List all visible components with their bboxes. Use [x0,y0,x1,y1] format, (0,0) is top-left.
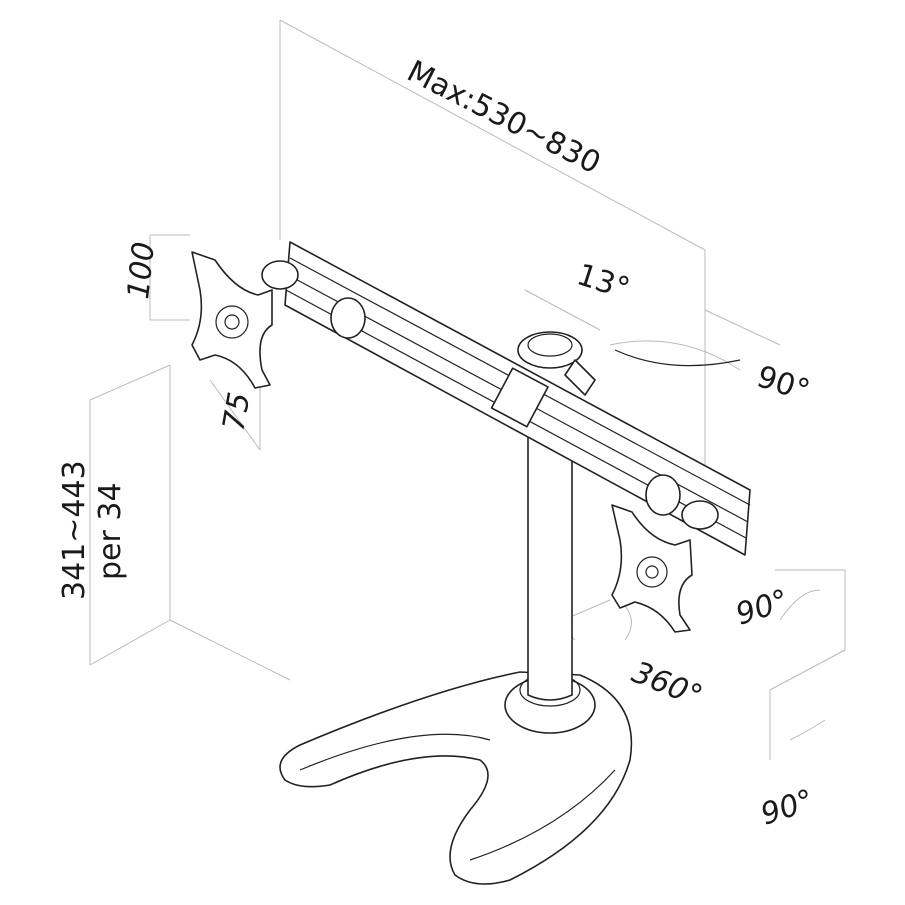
plate-width-label: 75 [216,390,257,434]
swivel-angle-label: 90° [753,359,814,409]
knob-right [645,474,681,516]
tilt-bottom-label: 90° [757,783,818,833]
height-step-label: per 34 [93,482,128,580]
tilt-angle-label: 13° [573,257,634,307]
joint-left [261,260,299,290]
rotation-angle-label: 90° [732,583,793,633]
pole-clamp [517,331,596,396]
dimension-guides [89,19,846,760]
vesa-plate-right [611,504,693,633]
knob-left [330,297,366,339]
base-rotation-label: 360° [627,655,707,715]
max-width-label: Max:530~830 [401,54,606,181]
vesa-plate-left [191,251,273,389]
swivel-arrow [614,349,741,367]
plate-height-label: 100 [121,240,162,301]
joint-right [681,500,719,530]
pole [527,399,573,701]
crossbar [284,241,751,556]
height-range-label: 341~443 [57,460,92,600]
